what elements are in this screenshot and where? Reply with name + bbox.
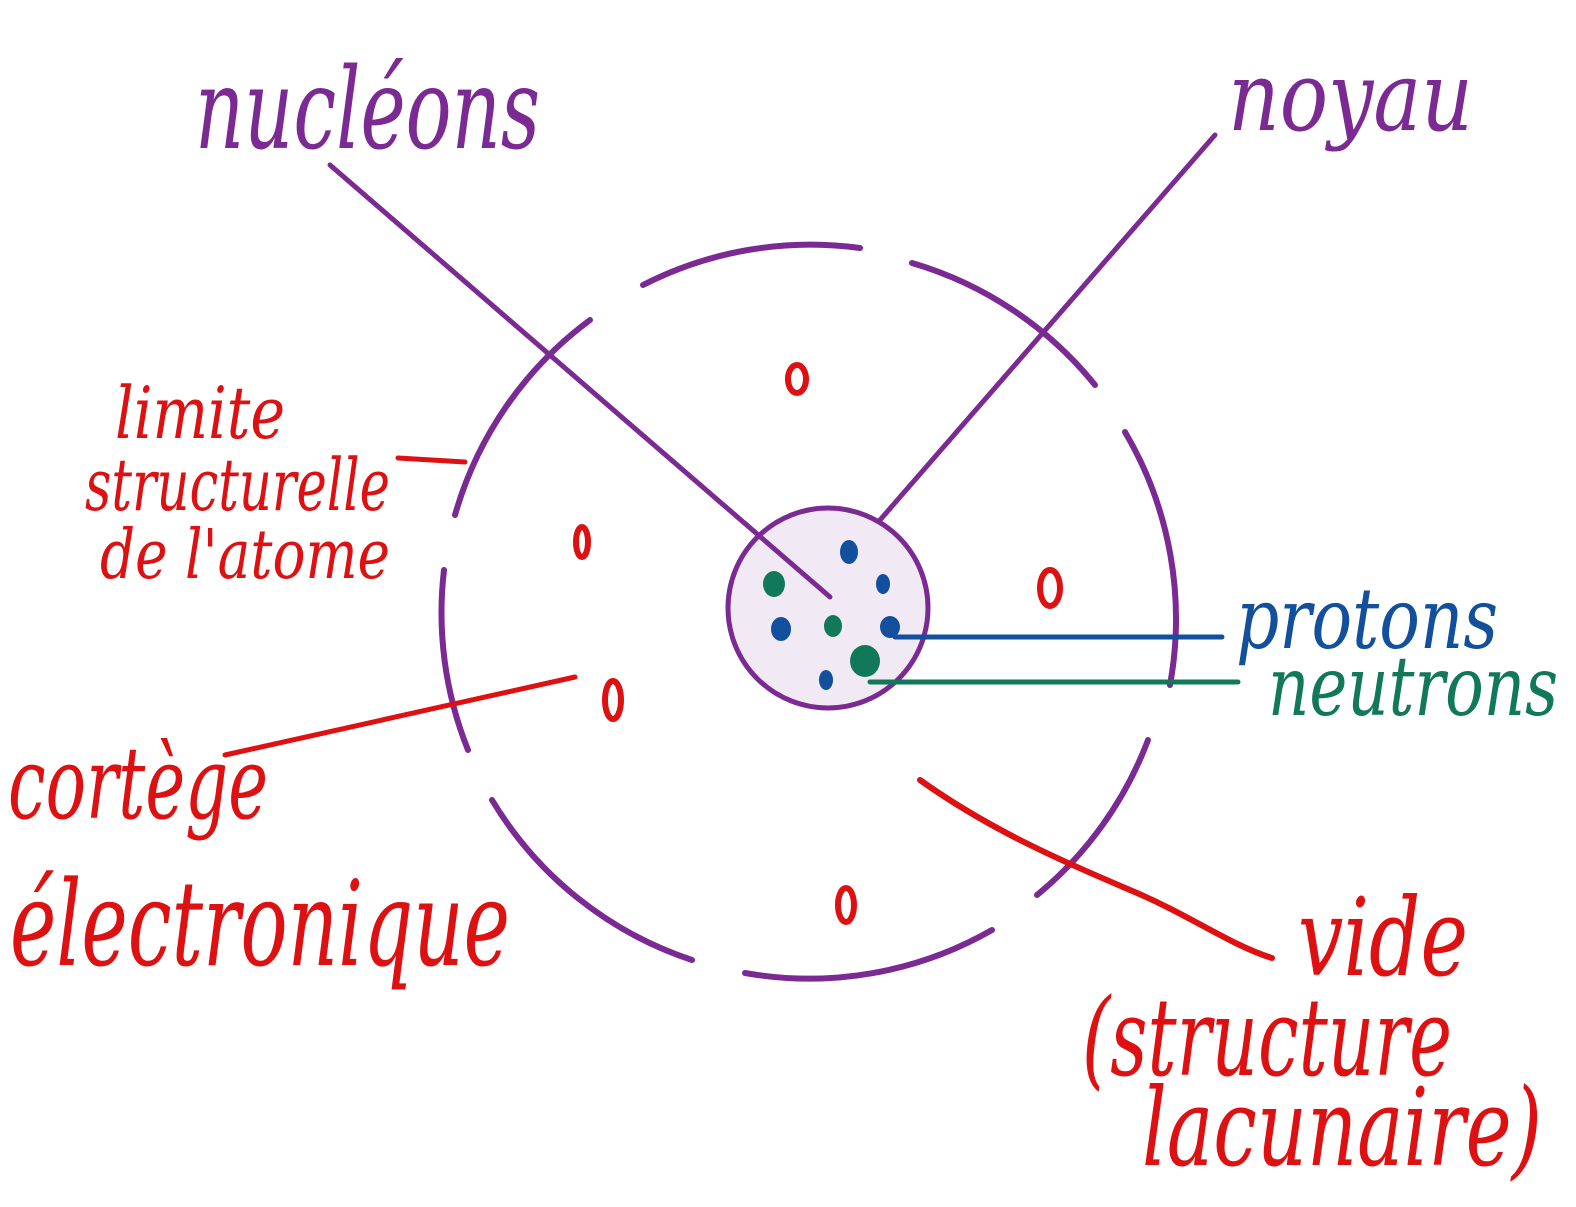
neutron [850, 645, 880, 677]
limite-leader-line [398, 458, 465, 462]
label-vide-line3: lacunaire) [1142, 1066, 1542, 1191]
label-cortege-line1: cortège [8, 725, 268, 842]
boundary-arc [643, 245, 860, 285]
electron [605, 681, 621, 719]
boundary-arc [441, 570, 468, 750]
neutron [824, 615, 842, 637]
neutron [763, 571, 785, 597]
proton [819, 670, 833, 690]
boundary-arc [455, 320, 590, 515]
proton [840, 540, 858, 564]
label-cortege-line2: électronique [10, 855, 510, 993]
cortege-leader-line [225, 677, 575, 755]
label-neutrons: neutrons [1268, 640, 1558, 735]
electron [788, 365, 806, 393]
boundary-arc [912, 263, 1095, 385]
label-noyau: noyau [1228, 41, 1473, 153]
proton [771, 617, 791, 641]
proton [876, 574, 890, 594]
label-limite-line2: structurelle [85, 443, 390, 527]
boundary-arc [745, 930, 992, 979]
label-limite-line3: de l'atome [100, 516, 390, 595]
proton [880, 616, 900, 638]
noyau-leader-line [880, 135, 1215, 520]
electron [1040, 570, 1060, 606]
electron [576, 527, 588, 557]
vide-leader-line [920, 780, 1272, 958]
electron [838, 888, 854, 922]
boundary-arc [1125, 432, 1176, 685]
boundary-arc [492, 800, 692, 960]
label-nucleons: nucléons [195, 45, 540, 175]
